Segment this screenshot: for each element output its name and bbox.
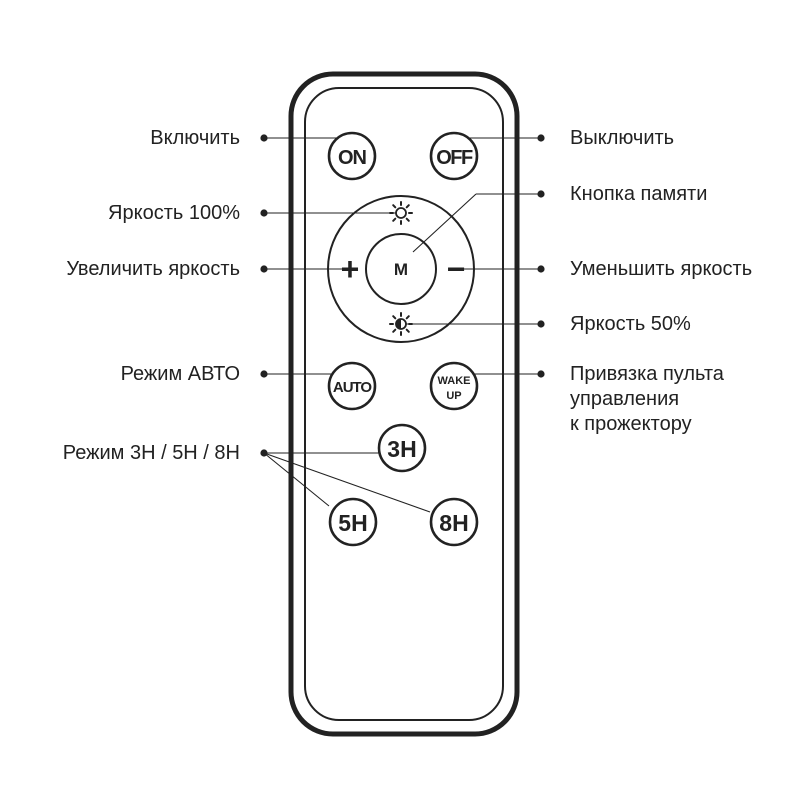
label-power-off: Выключить: [570, 127, 674, 149]
dot-brightness-50: [537, 320, 545, 328]
on-button-label: ON: [338, 147, 367, 169]
minus-button-label: −: [447, 251, 466, 287]
label-pairing-line-3: к прожектору: [570, 413, 692, 435]
leader-dots: [260, 134, 545, 457]
memory-button-label: M: [394, 260, 408, 279]
plus-button-label: +: [341, 251, 360, 287]
label-brightness-50: Яркость 50%: [570, 313, 691, 335]
timer-5h-button-label: 5H: [338, 510, 367, 536]
wake-up-button-label-1: WAKE: [438, 375, 471, 387]
off-button[interactable]: OFF: [429, 131, 479, 181]
wake-up-button-label-2: UP: [446, 390, 461, 402]
auto-button[interactable]: AUTO: [327, 361, 377, 411]
dot-memory: [537, 190, 545, 198]
dot-brightness-100: [260, 209, 268, 217]
on-button[interactable]: ON: [327, 131, 377, 181]
remote-body: [288, 71, 520, 737]
label-brightness-100: Яркость 100%: [108, 202, 240, 224]
off-button-label: OFF: [436, 147, 473, 169]
label-timer-modes: Режим 3Н / 5Н / 8Н: [63, 442, 240, 464]
dot-increase: [260, 265, 268, 273]
dot-power-off: [537, 134, 545, 142]
timer-5h-button[interactable]: 5H: [328, 497, 378, 547]
label-pairing-line-2: управления: [570, 388, 679, 410]
label-auto-mode: Режим АВТО: [121, 363, 240, 385]
leader-memory-b: [412, 193, 477, 253]
sun-half-icon[interactable]: [389, 312, 413, 336]
dot-timer-modes: [260, 449, 268, 457]
timer-3h-button-label: 3H: [387, 436, 416, 462]
timer-8h-button-label: 8H: [439, 510, 468, 536]
wake-up-button[interactable]: WAKE UP: [429, 361, 479, 411]
nav-ring: [327, 195, 475, 343]
plus-button[interactable]: +: [341, 251, 360, 287]
leader-timer-5h: [263, 452, 330, 507]
leader-timer-8h: [263, 452, 431, 513]
sun-full-icon[interactable]: [389, 201, 413, 225]
label-memory: Кнопка памяти: [570, 183, 707, 205]
label-decrease: Уменьшить яркость: [570, 258, 752, 280]
memory-button[interactable]: M: [394, 260, 408, 279]
dot-power-on: [260, 134, 268, 142]
auto-button-label: AUTO: [333, 379, 373, 396]
timer-8h-button[interactable]: 8H: [429, 497, 479, 547]
label-pairing-line-1: Привязка пульта: [570, 363, 725, 385]
label-increase: Увеличить яркость: [66, 258, 240, 280]
label-power-on: Включить: [150, 127, 240, 149]
dot-decrease: [537, 265, 545, 273]
dot-auto: [260, 370, 268, 378]
timer-3h-button[interactable]: 3H: [377, 423, 427, 473]
dot-pairing: [537, 370, 545, 378]
minus-button[interactable]: −: [447, 251, 466, 287]
